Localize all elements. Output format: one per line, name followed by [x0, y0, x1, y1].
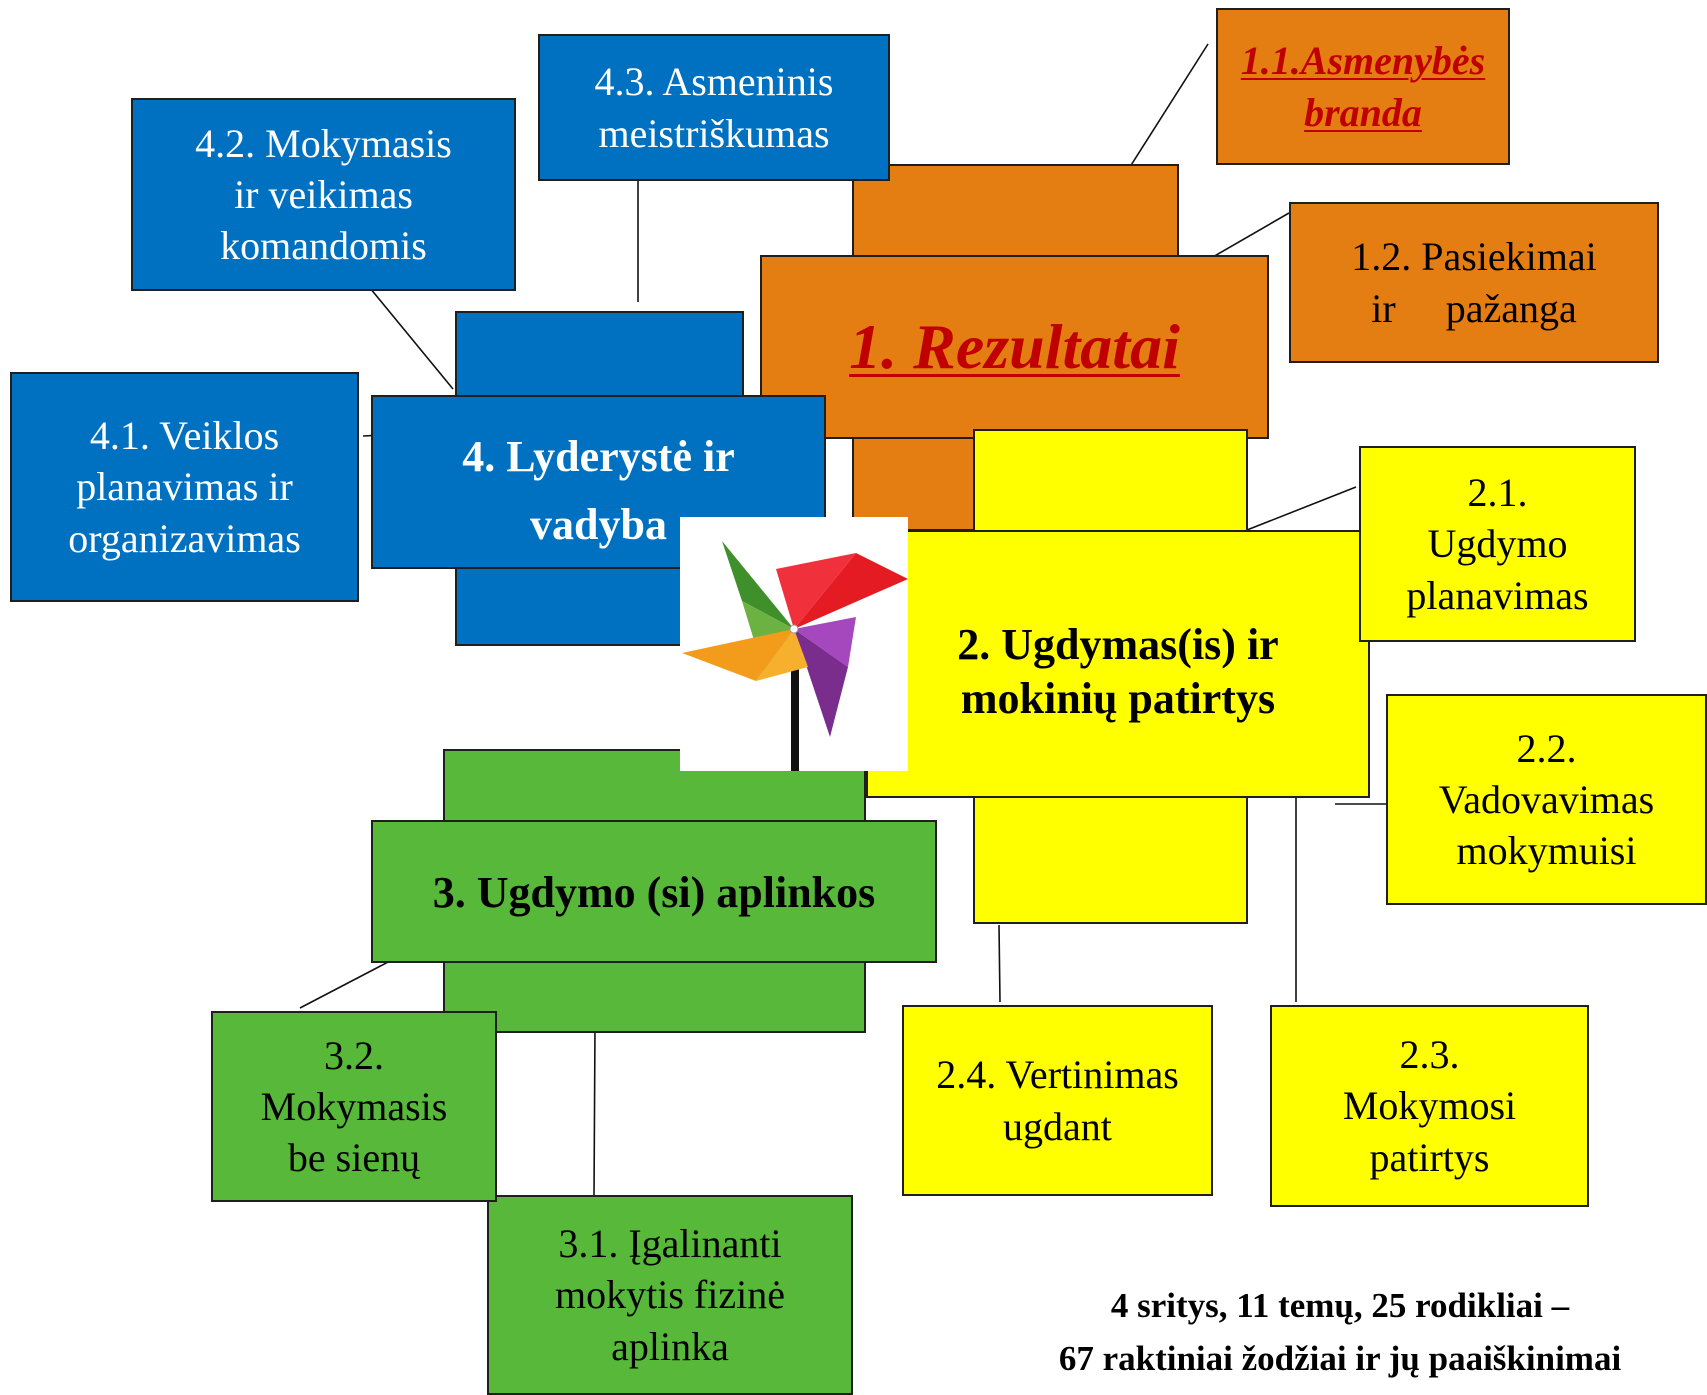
area-4-title: 4. Lyderystė ir vadyba — [462, 432, 735, 550]
theme-4-3-box: 4.3. Asmeninis meistriškumas — [538, 34, 890, 181]
summary-line-1: 4 sritys, 11 temų, 25 rodikliai – — [1110, 1286, 1570, 1325]
theme-3-2-box: 3.2. Mokymasis be sienų — [211, 1011, 497, 1202]
area-1-cross-fill — [854, 257, 1177, 437]
pinwheel-logo — [680, 517, 908, 771]
area-3-title: 3. Ugdymo (si) aplinkos — [432, 868, 876, 917]
theme-1-1-box[interactable]: 1.1.Asmenybės branda — [1216, 8, 1510, 165]
area-3-cross-fill — [445, 822, 864, 961]
area-2-title: 2. Ugdymas(is) ir mokinių patirtys — [957, 620, 1279, 723]
theme-2-3-box: 2.3. Mokymosi patirtys — [1270, 1005, 1589, 1207]
area-2-cross-fill — [975, 532, 1246, 796]
summary-line-2: 67 raktiniai žodžiai ir jų paaiškinimai — [1058, 1338, 1622, 1378]
theme-4-1-box: 4.1. Veiklos planavimas ir organizavimas — [10, 372, 359, 602]
pinwheel-icon — [682, 541, 908, 771]
theme-3-1-box: 3.1. Įgalinanti mokytis fizinė aplinka — [487, 1195, 853, 1395]
summary-text: 4 sritys, 11 temų, 25 rodikliai – 67 rak… — [900, 1280, 1707, 1385]
area-1-title: 1. Rezultatai — [849, 311, 1180, 382]
theme-2-1-box: 2.1. Ugdymo planavimas — [1359, 446, 1636, 642]
theme-2-2-box: 2.2. Vadovavimas mokymuisi — [1386, 694, 1707, 905]
theme-2-4-box: 2.4. Vertinimas ugdant — [902, 1005, 1213, 1196]
theme-4-2-box: 4.2. Mokymasis ir veikimas komandomis — [131, 98, 516, 291]
theme-1-2-box: 1.2. Pasiekimai ir pažanga — [1289, 202, 1659, 363]
